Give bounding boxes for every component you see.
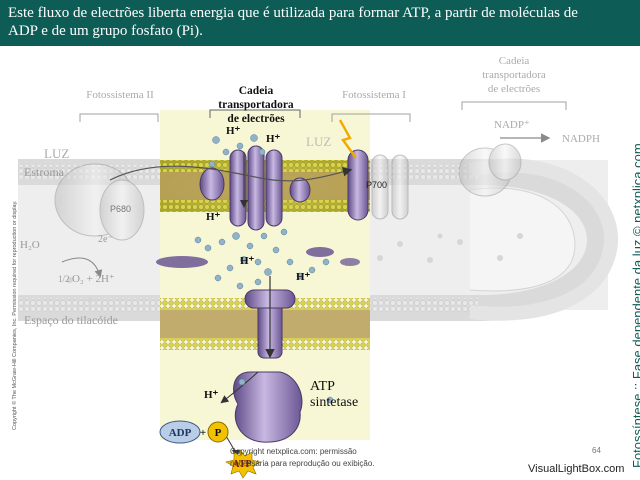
label-h-plus-6: H⁺ <box>204 389 219 401</box>
adp-oval <box>159 420 201 444</box>
electron-flow-arrow <box>109 165 353 182</box>
side-copyright: Copyright © The McGraw-Hill Companies, I… <box>12 200 18 430</box>
watermark-line-1: Copyright netxplica.com: permissão <box>230 447 357 456</box>
label-cadeia-right-3: de electrões <box>488 83 540 95</box>
faded-particles <box>67 233 523 303</box>
label-atp-sintetase-2: sintetase <box>310 395 358 410</box>
label-luz-right: LUZ <box>306 134 331 149</box>
label-atp: ATP <box>232 459 251 470</box>
label-cadeia-center-3: de electrões <box>227 113 285 125</box>
photosystem-ii-complex <box>54 163 145 241</box>
label-o2-half: 1/2 <box>58 274 70 284</box>
page-number: 64 <box>592 446 601 455</box>
label-fotossistema-i: Fotossistema I <box>342 89 406 101</box>
label-nadph: NADPH <box>562 133 600 145</box>
footer-brand: VisualLightBox.com <box>528 463 625 475</box>
label-p680: P680 <box>110 204 131 214</box>
label-luz-left: LUZ <box>44 146 69 161</box>
label-atp-sintetase-1: ATP <box>310 379 335 394</box>
label-h-plus-4: H⁺ <box>240 255 255 267</box>
label-fotossistema-ii: Fotossistema II <box>86 89 154 101</box>
label-p700: P700 <box>366 180 387 190</box>
nadp-reductase-complex <box>458 143 522 197</box>
label-cadeia-right-1: Cadeia <box>499 55 530 67</box>
water-split-arrow <box>61 257 103 278</box>
label-h-plus-1: H⁺ <box>226 125 241 137</box>
caption-header: Este fluxo de electrões liberta energia … <box>0 0 640 46</box>
proton-arrow-out <box>220 371 259 404</box>
diagram-canvas: Cadeia transportadora de electrões Cadei… <box>18 55 619 479</box>
watermark-text: Copyright netxplica.com: permissão neces… <box>230 446 375 470</box>
bracket-cadeia-center <box>209 109 301 118</box>
label-plus: + <box>200 427 206 439</box>
label-h-plus-2: H⁺ <box>266 133 281 145</box>
label-h-plus-5: H⁺ <box>296 271 311 283</box>
caption-line-1: Este fluxo de electrões liberta energia … <box>8 5 578 21</box>
plastoquinone-disc <box>156 256 208 268</box>
light-bolt-icon <box>338 119 357 159</box>
label-espaco: Espaço do tilacóide <box>24 313 118 327</box>
label-o2-rest: O₂ + 2H⁺ <box>72 273 115 285</box>
watermark-line-2: necessária para reprodução ou exibição. <box>230 459 375 468</box>
bracket-cadeia-right <box>461 101 567 110</box>
label-cadeia-right-2: transportadora <box>482 69 546 81</box>
electron-carrier-disc <box>340 258 360 266</box>
label-h-plus-3: H⁺ <box>206 211 221 223</box>
caption-line-2: ADP e de um grupo fosfato (Pi). <box>8 23 203 39</box>
atp-starburst <box>225 449 261 479</box>
label-2e: 2e⁻ <box>98 234 113 245</box>
side-title: Fotossíntese :: Fase dependente da luz ©… <box>630 143 640 468</box>
bracket-fotossistema-ii <box>79 113 159 122</box>
label-estroma: Estroma <box>24 165 65 179</box>
label-p: P <box>215 427 222 439</box>
proton-particles <box>194 134 334 404</box>
phosphate-circle <box>207 421 229 443</box>
label-nadp-plus: NADP⁺ <box>494 119 530 131</box>
label-cadeia-center-1: Cadeia <box>239 85 274 97</box>
label-h2o: H₂O <box>20 239 40 251</box>
label-adp: ADP <box>169 427 192 439</box>
label-cadeia-center-2: transportadora <box>218 99 294 111</box>
photosystem-i-complex <box>347 149 409 221</box>
bracket-fotossistema-i <box>331 113 411 122</box>
cytochrome-complex <box>199 145 311 231</box>
plastocyanin-disc <box>306 247 334 257</box>
